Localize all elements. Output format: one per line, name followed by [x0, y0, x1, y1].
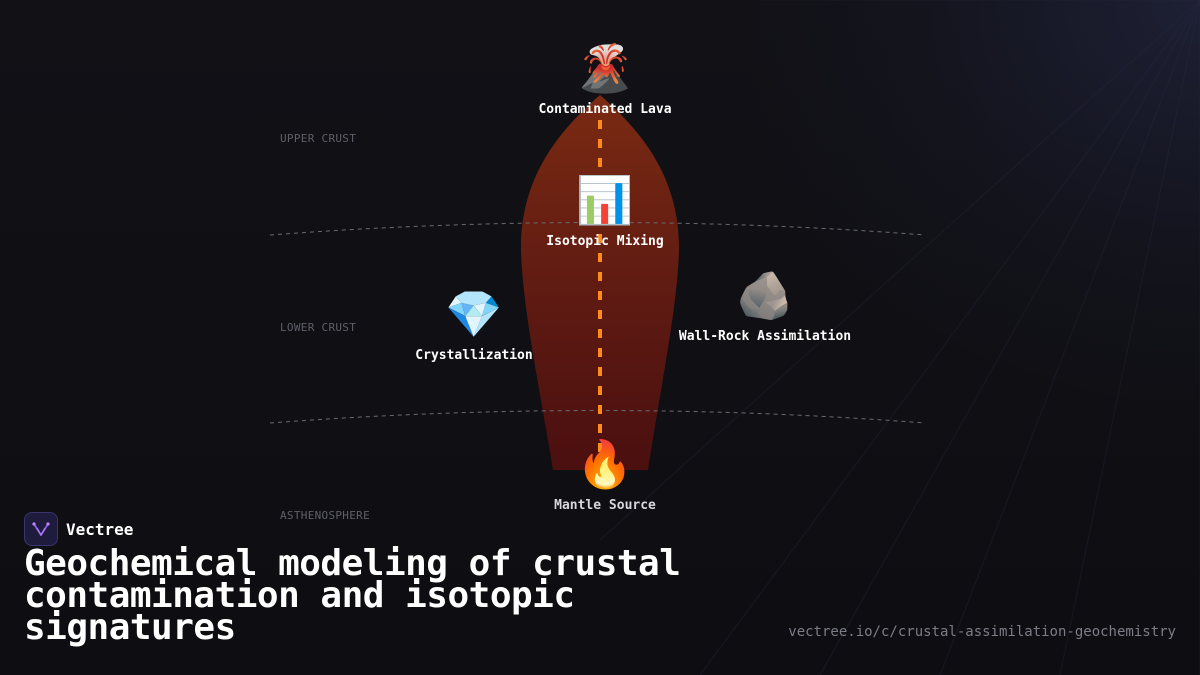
node-mantle-source: 🔥 Mantle Source — [554, 436, 656, 513]
rock-icon: 🪨 — [736, 268, 794, 322]
brand[interactable]: Vectree — [24, 512, 133, 546]
node-label: Isotopic Mixing — [546, 234, 664, 249]
magma-chamber — [521, 95, 679, 470]
node-wall-rock-assimilation: 🪨 Wall-Rock Assimilation — [679, 267, 851, 344]
layer-label-lower-crust: LOWER CRUST — [280, 321, 357, 334]
node-contaminated-lava: 🌋 Contaminated Lava — [538, 40, 671, 117]
node-label: Contaminated Lava — [538, 102, 672, 117]
node-label: Wall-Rock Assimilation — [678, 329, 852, 344]
node-isotopic-mixing: 📊 Isotopic Mixing — [546, 172, 663, 249]
layer-label-asthenosphere: ASTHENOSPHERE — [280, 509, 370, 522]
page-title: Geochemical modeling of crustal contamin… — [24, 543, 681, 648]
node-crystallization: 💎 Crystallization — [415, 286, 532, 363]
bar-chart-icon: 📊 — [576, 173, 634, 227]
fire-icon: 🔥 — [576, 437, 634, 491]
page-url[interactable]: vectree.io/c/crustal-assimilation-geoche… — [788, 624, 1176, 640]
brand-name: Vectree — [66, 519, 134, 539]
node-label: Crystallization — [415, 348, 533, 363]
node-label: Mantle Source — [554, 498, 656, 513]
vectree-logo-icon — [24, 512, 58, 546]
gem-icon: 💎 — [445, 287, 503, 341]
layer-label-upper-crust: UPPER CRUST — [280, 132, 357, 145]
volcano-icon: 🌋 — [576, 41, 634, 95]
